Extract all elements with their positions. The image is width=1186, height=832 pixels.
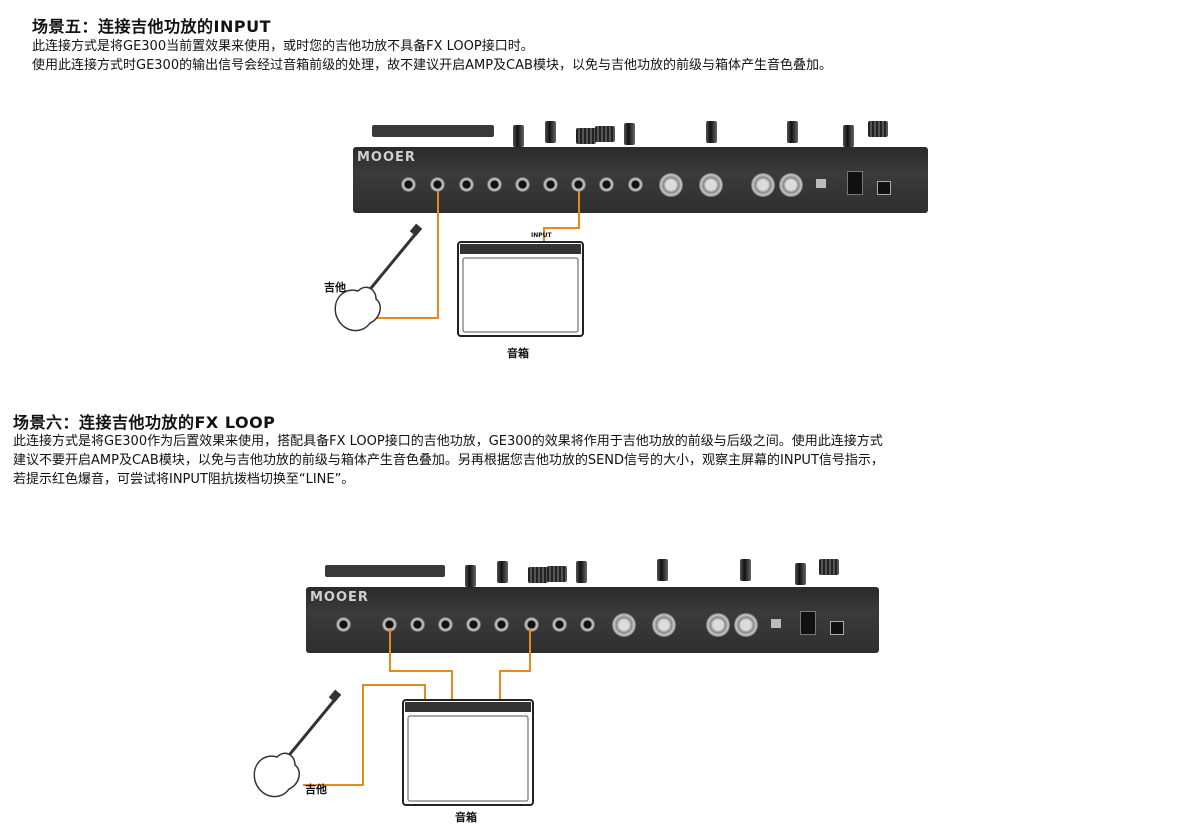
scene6-amp-grille: [407, 715, 529, 802]
scene5-guitar-label: 吉他: [324, 281, 346, 294]
scene6-footswitch-1: [465, 565, 476, 587]
scene5-jack-output-r: [599, 177, 614, 192]
scene5-jack-return-l: [515, 177, 530, 192]
scene5-diagram: MOOER INPUT 吉他 音箱: [320, 115, 940, 365]
scene5-jack-phones: [628, 177, 643, 192]
scene5-title: 场景五：连接吉他功放的INPUT: [32, 17, 271, 36]
scene5-power-switch: [847, 171, 863, 195]
scene6-amp-label: 音箱: [455, 811, 477, 824]
scene6-tray: [325, 565, 445, 577]
scene5-line2: 使用此连接方式时GE300的输出信号会经过音箱前级的处理，故不建议开启AMP及C…: [32, 58, 832, 73]
scene5-knob-1: [576, 128, 596, 144]
scene5-amp-grille: [462, 257, 579, 333]
scene6-amp-control-strip: [405, 702, 531, 712]
scene6-diagram: MOOER 吉他 音箱: [245, 553, 885, 828]
scene5-midi-out: [779, 173, 803, 197]
scene6-line2: 建议不要开启AMP及CAB模块，以免与吉他功放的前级与箱体产生音色叠加。另再根据…: [13, 453, 884, 468]
scene5-logo: MOOER: [357, 150, 416, 165]
scene6-footswitch-6: [795, 563, 806, 585]
scene5-xlr-l: [659, 173, 683, 197]
scene6-usb-port: [771, 619, 781, 628]
scene6-midi-out: [734, 613, 758, 637]
scene6-jack-send-l: [410, 617, 425, 632]
scene6-xlr-l: [612, 613, 636, 637]
scene5-cable-guitar-in: [372, 191, 439, 319]
scene5-jack-send-l: [459, 177, 474, 192]
scene5-input-label: INPUT: [531, 232, 552, 239]
scene6-midi-in: [706, 613, 730, 637]
scene5-knob-2: [595, 126, 615, 142]
scene6-knob-2: [547, 566, 567, 582]
scene5-amp-control-strip: [460, 244, 581, 254]
scene5-footswitch-2: [545, 121, 556, 143]
scene5-usb-port: [816, 179, 826, 188]
scene6-jack-output-r: [552, 617, 567, 632]
scene5-dc-jack: [877, 181, 891, 195]
scene5-cables: [334, 191, 584, 337]
scene6-knob-3: [819, 559, 839, 575]
scene6-guitar-label: 吉他: [305, 783, 327, 796]
scene6-footswitch-4: [657, 559, 668, 581]
scene5-xlr-r: [699, 173, 723, 197]
scene6-jack-phones: [580, 617, 595, 632]
scene5-tray: [372, 125, 494, 137]
scene6-logo: MOOER: [310, 590, 369, 605]
scene6-jack-output-l: [524, 617, 539, 632]
scene6-line3: 若提示红色爆音，可尝试将INPUT阻抗拨档切换至“LINE”。: [13, 472, 355, 487]
scene6-cable-send: [389, 628, 453, 700]
scene6-power-switch: [800, 611, 816, 635]
scene6-jack-return-l: [466, 617, 481, 632]
scene6-footswitch-5: [740, 559, 751, 581]
scene5-line1: 此连接方式是将GE300当前置效果来使用，或时您的吉他功放不具备FX LOOP接…: [32, 39, 534, 54]
scene6-cable-return: [499, 628, 531, 700]
scene6-jack-in: [382, 617, 397, 632]
scene6-xlr-r: [652, 613, 676, 637]
scene6-jack-exp: [336, 617, 351, 632]
scene6-cable-guitar-amp-input: [303, 684, 426, 786]
scene6-guitar: [253, 689, 342, 798]
scene5-guitar: [334, 223, 423, 332]
scene5-footswitch-4: [706, 121, 717, 143]
scene5-midi-in: [751, 173, 775, 197]
scene6-footswitch-2: [497, 561, 508, 583]
scene6-line1: 此连接方式是将GE300作为后置效果来使用，搭配具备FX LOOP接口的吉他功放…: [13, 434, 883, 449]
scene6-panel: MOOER: [306, 587, 879, 653]
scene5-footswitch-5: [787, 121, 798, 143]
scene6-dc-jack: [830, 621, 844, 635]
scene5-footswitch-1: [513, 125, 524, 147]
scene5-cable-output-amp: [543, 191, 580, 242]
scene6-jack-send-r: [438, 617, 453, 632]
scene5-amp-label: 音箱: [507, 347, 529, 360]
scene6-footswitch-3: [576, 561, 587, 583]
scene5-footswitch-3: [624, 123, 635, 145]
scene6-title: 场景六：连接吉他功放的FX LOOP: [13, 413, 276, 432]
scene6-jack-return-r: [494, 617, 509, 632]
scene6-cables: [253, 628, 534, 806]
scene5-panel: MOOER: [353, 147, 928, 213]
scene5-jack-output-l: [571, 177, 586, 192]
scene5-jack-exp: [401, 177, 416, 192]
scene5-footswitch-6: [843, 125, 854, 147]
scene5-knob-3: [868, 121, 888, 137]
scene5-jack-in: [430, 177, 445, 192]
scene5-jack-return-r: [543, 177, 558, 192]
scene5-jack-send-r: [487, 177, 502, 192]
scene6-knob-1: [528, 567, 548, 583]
